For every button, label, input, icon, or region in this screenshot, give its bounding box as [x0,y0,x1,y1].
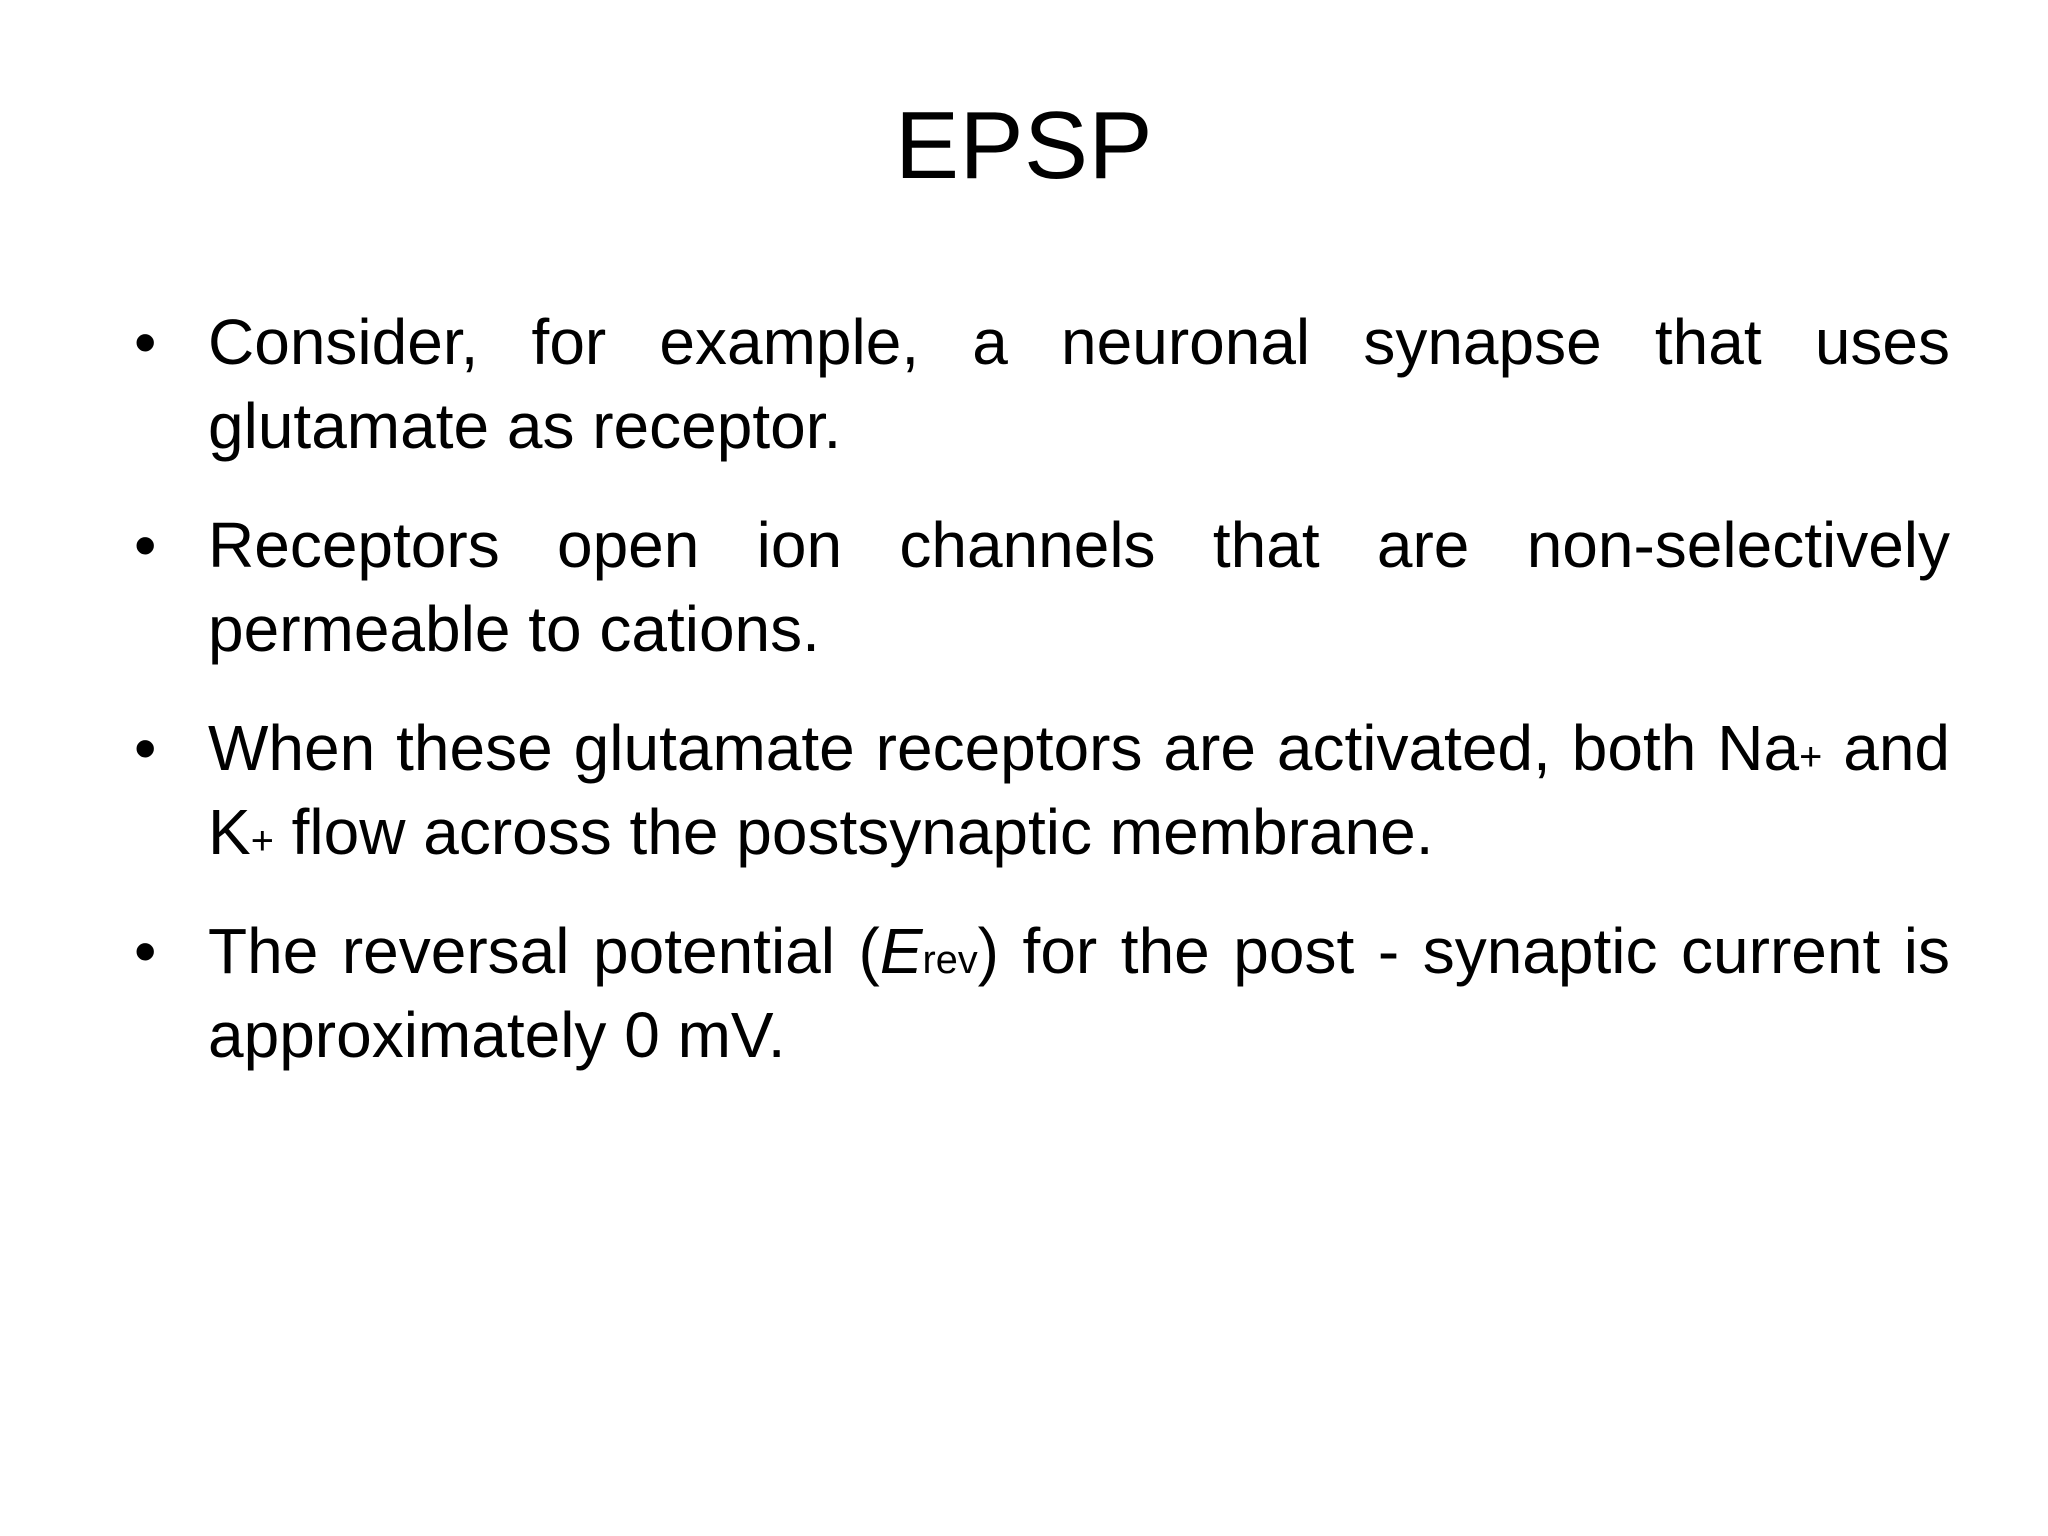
reversal-potential-subscript: rev [922,937,978,982]
list-item-text-mid: and K [208,711,1951,869]
bullet-point-icon: • [134,711,157,784]
bullet-list: • Consider, for example, a neuronal syna… [120,300,1950,1078]
sodium-ion-charge-superscript: + [1799,734,1823,779]
list-item: • Receptors open ion channels that are n… [120,503,1950,672]
list-item: • Consider, for example, a neuronal syna… [120,300,1950,469]
list-item: • The reversal potential (Erev) for the … [120,909,1950,1078]
list-item-text-tail: flow across the postsynaptic membrane. [273,796,1434,869]
page-title: EPSP [894,92,1154,199]
list-item-text: When these glutamate receptors are activ… [208,712,1950,868]
bullet-point-icon: • [134,914,157,987]
potassium-ion-charge-superscript: + [250,819,274,864]
list-item: • When these glutamate receptors are act… [120,706,1950,875]
reversal-potential-symbol: E [879,914,923,987]
list-item-text-lead: The reversal potential ( [208,914,880,987]
list-item-text: The reversal potential (Erev) for the po… [208,915,1950,1071]
list-item-text-tail: ) for the post - synaptic current is app… [208,914,1951,1072]
list-item-text: Receptors open ion channels that are non… [208,508,1950,666]
list-item-text: Consider, for example, a neuronal synaps… [208,306,1950,463]
bullet-point-icon: • [134,508,157,581]
list-item-text-lead: When these glutamate receptors are activ… [208,711,1800,784]
bullet-point-icon: • [134,306,157,378]
